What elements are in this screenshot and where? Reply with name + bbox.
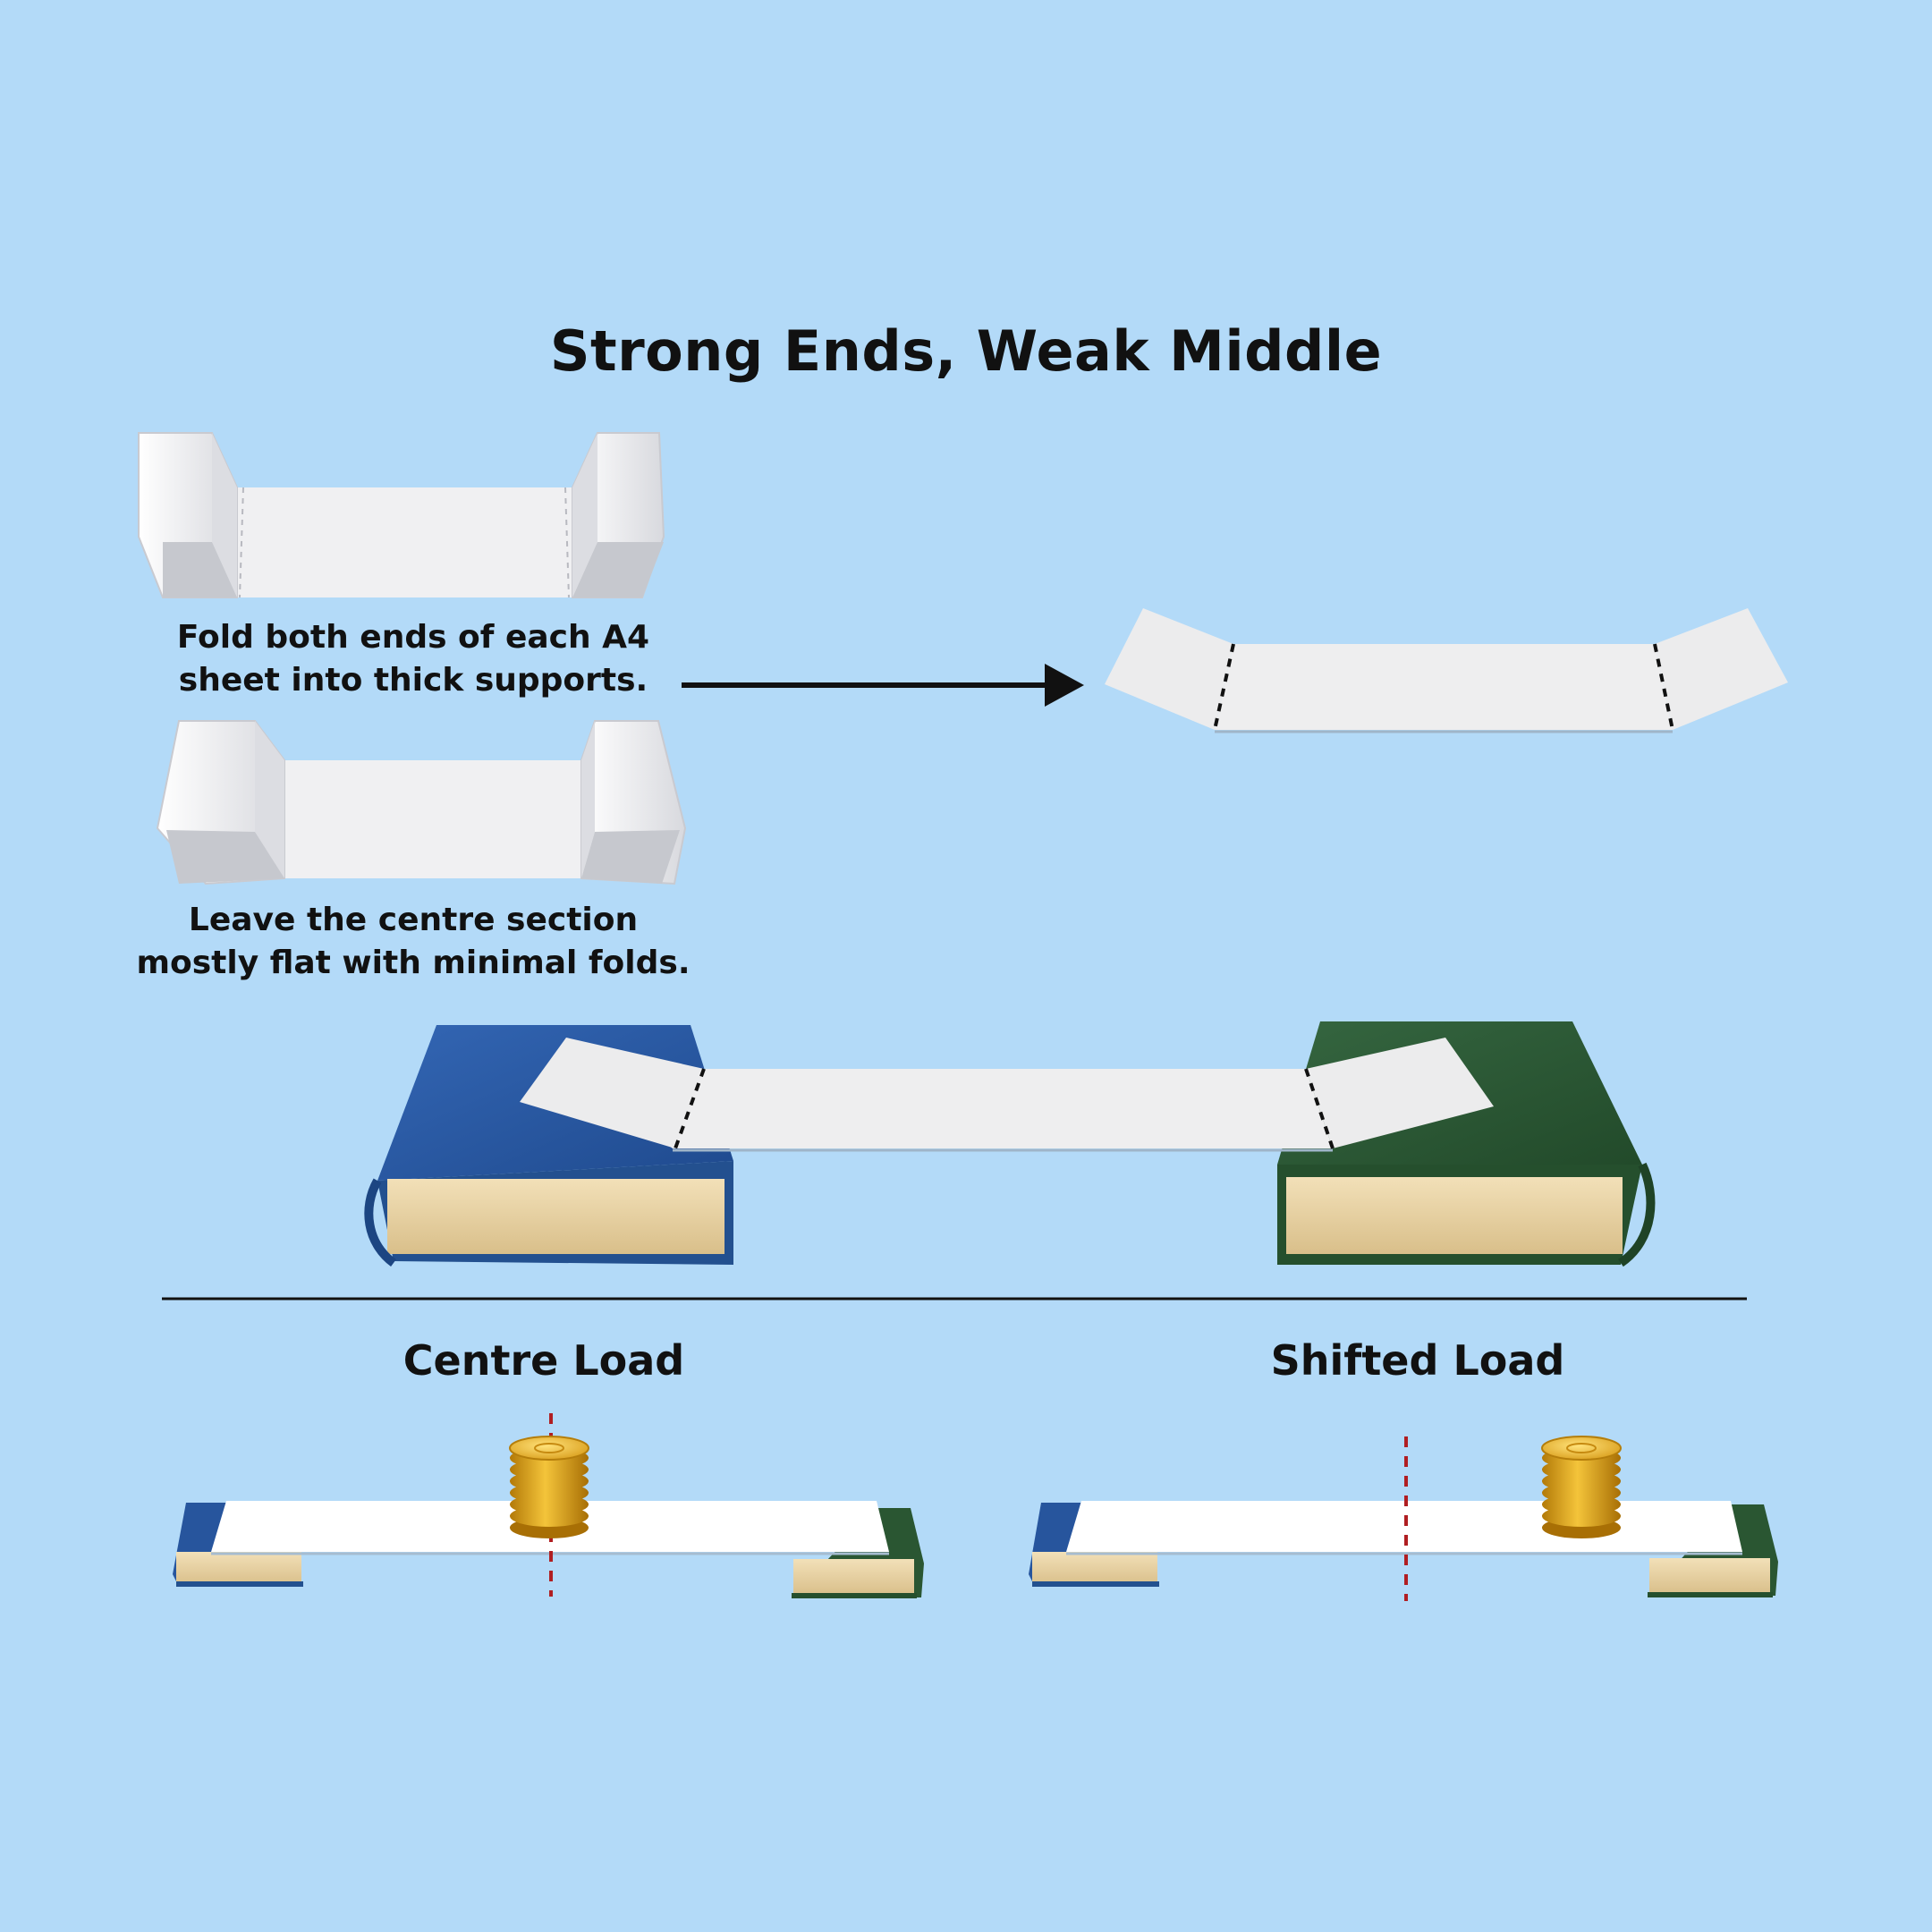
folded-paper-icon: [156, 720, 687, 886]
caption-line: Leave the centre section: [188, 902, 639, 938]
coin-stack-icon: [1541, 1436, 1622, 1538]
caption-line: mostly flat with minimal folds.: [136, 945, 691, 981]
step-1-caption: Fold both ends of each A4 sheet into thi…: [73, 616, 753, 702]
paper-strip-icon: [1105, 608, 1788, 733]
paper-bridge-icon: [520, 1038, 1494, 1152]
centre-load-heading: Centre Load: [402, 1336, 685, 1385]
centre-load-test: [173, 1413, 924, 1598]
step-2-caption: Leave the centre section mostly flat wit…: [73, 899, 753, 985]
shifted-load-test: [1029, 1436, 1778, 1601]
folded-paper-icon: [138, 432, 665, 598]
coin-stack-icon: [509, 1436, 589, 1538]
arrow-right-icon: [682, 664, 1084, 707]
book-icon: [1029, 1503, 1159, 1587]
page-title: Strong Ends, Weak Middle: [549, 318, 1383, 384]
caption-line: Fold both ends of each A4: [176, 619, 650, 656]
shifted-load-heading: Shifted Load: [1270, 1336, 1565, 1385]
book-icon: [173, 1503, 303, 1587]
caption-line: sheet into thick supports.: [178, 662, 648, 699]
